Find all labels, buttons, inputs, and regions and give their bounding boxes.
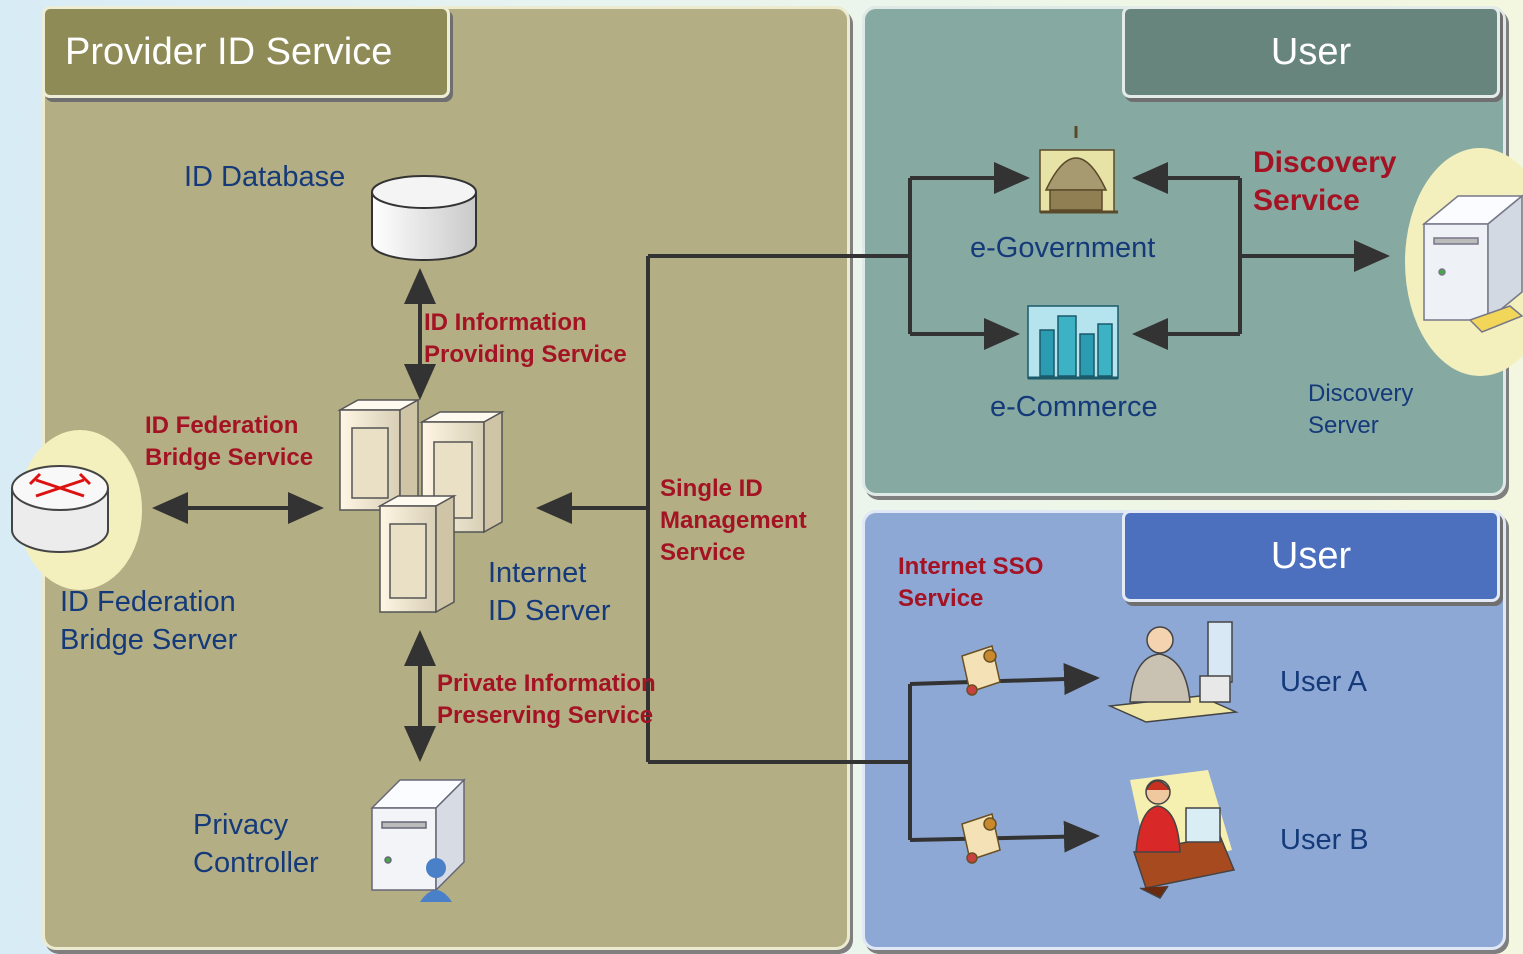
private-info-service-line1: Private Information [437,670,656,697]
internet-id-server-label-line2: ID Server [488,595,611,627]
discovery-server-label-line2: Server [1308,412,1379,439]
government-building-icon [1039,126,1118,214]
provider-panel-title: Provider ID Service [42,6,450,98]
federation-server-label-line2: Bridge Server [60,624,238,656]
discovery-service-line1: Discovery [1253,146,1397,179]
to-user-a-arrow [909,663,1100,696]
server-cluster-icon [337,398,505,614]
privacy-controller-label-line2: Controller [193,847,319,879]
e-commerce-label: e-Commerce [990,391,1158,423]
discovery-service-line2: Service [1253,184,1360,217]
user-bottom-panel-title: User [1122,510,1500,602]
user-at-computer-icon [1130,770,1236,899]
federation-server-label-line1: ID Federation [60,586,236,618]
id-database-label: ID Database [184,161,346,193]
sso-service-line2: Service [898,585,984,612]
id-info-service-line2: Providing Service [424,341,627,368]
certificate-icon [961,645,1001,696]
user-b-label: User B [1280,824,1369,856]
user-at-computer-icon [1107,621,1239,723]
connectors [152,162,1390,853]
single-id-service-line1: Single ID [660,475,763,502]
sso-service-line1: Internet SSO [898,553,1044,580]
router-icon [11,465,109,553]
single-id-service-line3: Service [660,539,746,566]
certificate-icon [961,813,1001,864]
discovery-server-icon [1421,194,1523,333]
single-id-service-line2: Management [660,507,807,534]
privacy-server-icon [370,778,466,902]
database-icon [371,175,477,261]
e-government-label: e-Government [970,232,1156,264]
internet-id-server-label-line1: Internet [488,557,587,589]
federation-service-line2: Bridge Service [145,444,314,471]
user-top-panel-title: User [1122,6,1500,98]
federation-service-line1: ID Federation [145,412,299,439]
city-buildings-icon [1027,305,1119,380]
to-user-b-arrow [909,820,1100,853]
privacy-controller-label-line1: Privacy [193,809,289,841]
id-info-service-line1: ID Information [424,309,587,336]
private-info-service-line2: Preserving Service [437,702,654,729]
discovery-server-label-line1: Discovery [1308,380,1414,407]
user-a-label: User A [1280,666,1368,698]
